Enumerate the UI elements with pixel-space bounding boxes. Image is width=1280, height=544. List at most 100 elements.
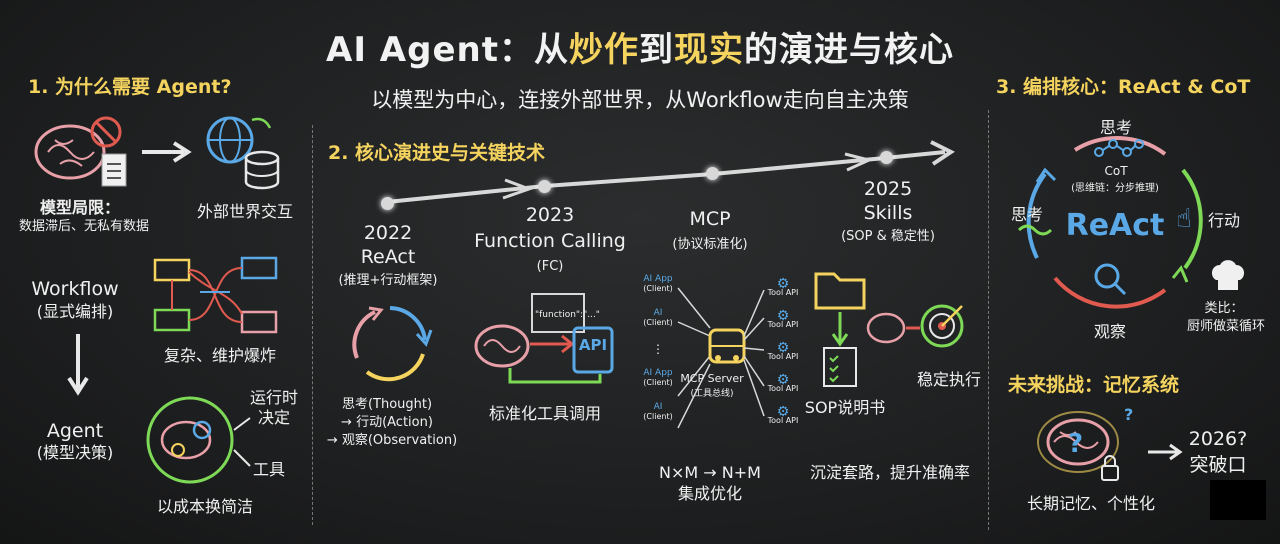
page-subtitle: 以模型为中心，连接外部世界，从Workflow走向自主决策 bbox=[371, 88, 909, 112]
think-left-label: 思考 bbox=[1010, 205, 1043, 224]
fc-doc-text: "function":"..." bbox=[535, 310, 600, 320]
mcp-client: AI (Client) bbox=[638, 402, 678, 436]
mcp-client: AI App (Client) bbox=[638, 274, 678, 308]
workflow-title: Workflow bbox=[31, 278, 119, 300]
gear-icon: ⚙ bbox=[776, 404, 790, 420]
memory-brain-icon: ? ? bbox=[1037, 405, 1133, 481]
mcp-client-label: AI App bbox=[643, 368, 673, 378]
mcp-bus-diagram bbox=[677, 287, 765, 429]
title-suffix: 的演进与核心 bbox=[743, 30, 954, 70]
mcp-client-sub: (Client) bbox=[643, 412, 673, 421]
mcp-client-sub: (Client) bbox=[643, 318, 673, 327]
react-cycle-icon bbox=[352, 306, 433, 382]
skills-year: 2025 bbox=[863, 178, 913, 200]
title-prefix: AI Agent：从 bbox=[326, 30, 569, 70]
chef-l1: 类比： bbox=[1204, 301, 1244, 316]
mcp-client-label: AI App bbox=[643, 274, 673, 284]
mcp-client-sub: (Client) bbox=[643, 284, 673, 293]
react-sub: (推理+行动框架) bbox=[338, 273, 438, 288]
runtime-l1: 运行时 bbox=[249, 388, 298, 407]
memory-label: 长期记忆、个性化 bbox=[1026, 494, 1155, 513]
tools-label: 工具 bbox=[252, 460, 285, 479]
mcp-client-list: AI App (Client) AI (Client) ⋮ AI App (Cl… bbox=[638, 274, 678, 436]
fc-name: Function Calling bbox=[474, 230, 626, 252]
skills-sop-label: SOP说明书 bbox=[804, 398, 886, 417]
fc-caption: 标准化工具调用 bbox=[488, 404, 601, 423]
mcp-client-label: ⋮ bbox=[652, 342, 664, 356]
tool-api-label: Tool API bbox=[767, 416, 799, 425]
agent-brain-gear-icon bbox=[146, 396, 234, 484]
gear-icon: ⚙ bbox=[776, 372, 790, 388]
section3-heading: 3. 编排核心：ReAct & CoT bbox=[996, 76, 1251, 98]
mcp-client-sub: (Client) bbox=[643, 378, 673, 387]
mcp-client-label: AI bbox=[653, 402, 663, 412]
workflow-subtitle: (显式编排) bbox=[36, 302, 114, 321]
hand-pointer-icon: ☝ bbox=[1176, 204, 1192, 234]
timeline-arrow bbox=[386, 140, 955, 204]
svg-text:?: ? bbox=[1068, 429, 1083, 459]
mcp-client-label: AI bbox=[653, 308, 663, 318]
tool-api-label: Tool API bbox=[767, 384, 799, 393]
act-label: 行动 bbox=[1208, 211, 1241, 230]
runtime-l2: 决定 bbox=[257, 408, 290, 427]
mcp-client: AI App (Client) bbox=[638, 368, 678, 402]
workflow-note: 复杂、维护爆炸 bbox=[163, 346, 276, 365]
skills-name: Skills bbox=[863, 202, 913, 224]
mcp-formula: N×M → N+M bbox=[659, 463, 761, 482]
react-step-thought: 思考(Thought) bbox=[341, 397, 433, 412]
skills-sub: (SOP & 稳定性) bbox=[841, 229, 935, 244]
react-step-observation: → 观察(Observation) bbox=[326, 433, 458, 448]
mcp-sub: (协议标准化) bbox=[672, 237, 748, 252]
limit-detail: 数据滞后、无私有数据 bbox=[18, 219, 149, 234]
mcp-name: MCP bbox=[689, 208, 731, 230]
mcp-formula-sub: 集成优化 bbox=[677, 484, 742, 503]
react-year: 2022 bbox=[363, 222, 413, 244]
mcp-server-sub: (工具总线) bbox=[690, 389, 734, 399]
external-world-label: 外部世界交互 bbox=[196, 202, 293, 221]
react-center-label: ReAct bbox=[1065, 208, 1165, 243]
tradeoff-label: 以成本换简洁 bbox=[156, 497, 253, 516]
agent-subtitle: (模型决策) bbox=[36, 443, 114, 462]
divider-right bbox=[988, 110, 989, 530]
future-heading: 未来挑战：记忆系统 bbox=[1008, 374, 1180, 396]
timeline-dot-2023 bbox=[538, 180, 551, 193]
think-top-label: 思考 bbox=[1099, 118, 1132, 137]
react-step-action: → 行动(Action) bbox=[341, 415, 433, 430]
brain-limit-icon bbox=[34, 116, 127, 187]
arrow-down-icon bbox=[67, 334, 89, 396]
section2-heading: 2. 核心演进史与关键技术 bbox=[328, 142, 546, 164]
mcp-client: ⋮ bbox=[638, 342, 678, 368]
limit-title: 模型局限： bbox=[39, 198, 120, 217]
cot-sub: (思维链：分步推理) bbox=[1071, 183, 1159, 194]
fc-year: 2023 bbox=[525, 204, 575, 226]
mcp-tool-list: ⚙ Tool API ⚙ Tool API ⚙ Tool API ⚙ Tool … bbox=[758, 276, 808, 436]
fc-api-label: API bbox=[578, 336, 608, 354]
fc-illustration bbox=[474, 293, 614, 384]
tool-api-label: Tool API bbox=[767, 320, 799, 329]
mcp-server-label: MCP Server bbox=[680, 372, 744, 385]
cot-label: CoT bbox=[1104, 164, 1128, 178]
divider-left bbox=[312, 125, 313, 525]
title-highlight-hype: 炒作 bbox=[568, 30, 639, 70]
tool-api-label: Tool API bbox=[767, 352, 799, 361]
chef-l2: 厨师做菜循环 bbox=[1186, 319, 1265, 334]
workflow-graph-icon bbox=[153, 256, 278, 334]
globe-database-icon bbox=[206, 116, 280, 190]
agent-title: Agent bbox=[46, 420, 104, 442]
timeline-dot-2025 bbox=[880, 151, 893, 164]
gear-icon: ⚙ bbox=[776, 308, 790, 324]
title-highlight-reality: 现实 bbox=[673, 30, 744, 70]
chef-hat-icon bbox=[1211, 260, 1245, 290]
skills-caption: 沉淀套路，提升准确率 bbox=[809, 463, 970, 482]
future-year: 2026? bbox=[1188, 428, 1248, 450]
arrow-right-icon bbox=[1148, 443, 1183, 461]
page-title: AI Agent：从炒作到现实的演进与核心 bbox=[0, 22, 1280, 71]
arrow-right-icon bbox=[142, 141, 192, 163]
title-mid: 到 bbox=[638, 30, 674, 70]
gear-icon: ⚙ bbox=[776, 340, 790, 356]
react-cot-cycle bbox=[1017, 136, 1203, 309]
timeline-dot-mcp bbox=[706, 167, 719, 180]
skills-exec-label: 稳定执行 bbox=[916, 370, 981, 389]
observe-label: 观察 bbox=[1093, 322, 1126, 341]
future-breakthrough: 突破口 bbox=[1189, 454, 1247, 476]
